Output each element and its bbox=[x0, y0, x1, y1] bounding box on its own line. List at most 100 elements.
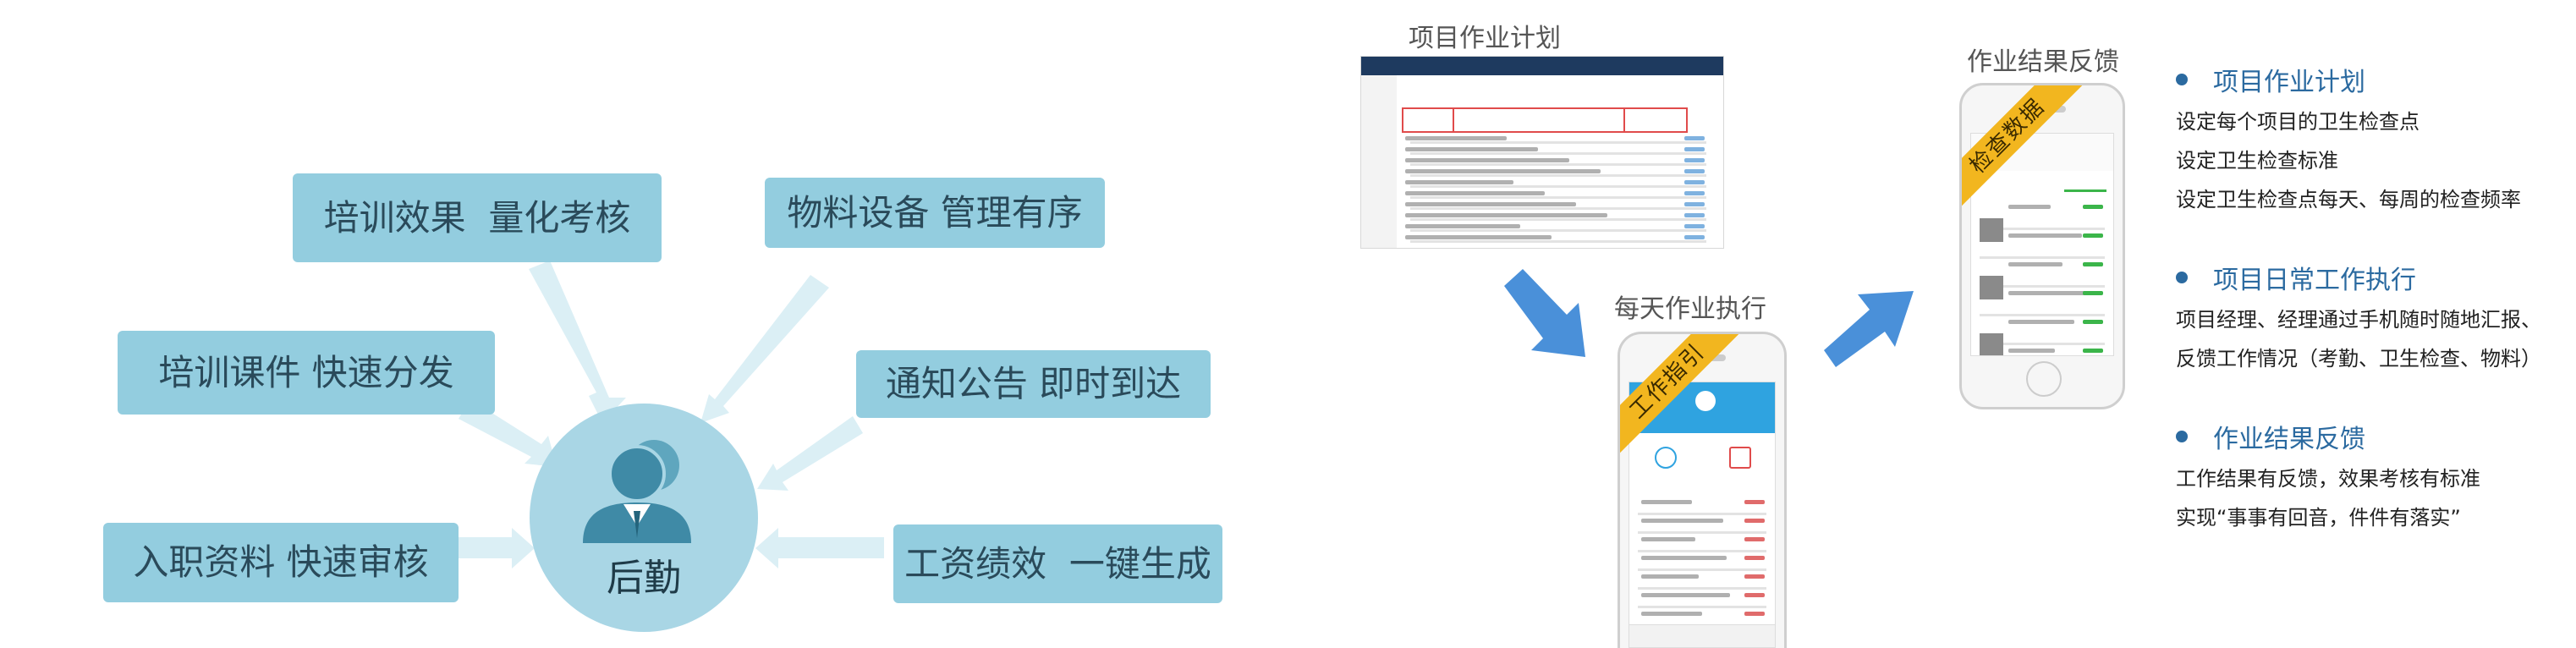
placeholder-text bbox=[1405, 158, 1569, 162]
placeholder-text bbox=[1641, 519, 1723, 523]
status-tag bbox=[2083, 291, 2103, 295]
task-list bbox=[1629, 497, 1775, 645]
legend-line: 项目经理、经理通过手机随时随地汇报、 bbox=[2176, 308, 2541, 332]
placeholder-row bbox=[1980, 343, 2105, 345]
legend-heading-daily-execution: 项目日常工作执行 bbox=[2176, 259, 2416, 296]
hub-label: 后勤 bbox=[607, 557, 681, 600]
step2-title: 每天作业执行 bbox=[1614, 294, 1766, 324]
placeholder-row bbox=[1638, 606, 1766, 608]
placeholder-text bbox=[1641, 593, 1730, 597]
status-tag bbox=[1744, 537, 1765, 541]
placeholder-text bbox=[1641, 612, 1702, 616]
legend-heading-text: 项目日常工作执行 bbox=[2213, 266, 2416, 295]
planning-desktop-screenshot bbox=[1360, 56, 1724, 249]
arrow-from-bottom-left-box bbox=[457, 528, 535, 568]
status-tag bbox=[1684, 202, 1705, 206]
placeholder-row bbox=[1410, 229, 1706, 232]
status-tag bbox=[1684, 169, 1705, 173]
status-tag bbox=[1744, 593, 1765, 597]
feature-box-courseware-distribution: 培训课件 快速分发 bbox=[118, 331, 495, 415]
legend-line: 反馈工作情况（考勤、卫生检查、物料） bbox=[2176, 347, 2541, 371]
tab-active-underline bbox=[2064, 189, 2106, 192]
placeholder-row bbox=[1980, 256, 2105, 259]
step1-title: 项目作业计划 bbox=[1409, 24, 1561, 53]
app-header-bar bbox=[1361, 57, 1723, 75]
legend-heading-text: 作业结果反馈 bbox=[2213, 425, 2365, 454]
status-tag bbox=[2083, 320, 2103, 324]
flow-arrow-2 bbox=[1824, 291, 1914, 367]
placeholder-row bbox=[1980, 285, 2105, 288]
calendar-icon bbox=[1729, 447, 1751, 469]
placeholder-row bbox=[1638, 568, 1766, 571]
placeholder-row bbox=[1410, 185, 1706, 188]
hub-diagram: 培训效果 量化考核 物料设备 管理有序 培训课件 快速分发 通知公告 即时到达 … bbox=[0, 0, 1252, 648]
hub-arrows bbox=[457, 261, 884, 568]
legend-heading-result-feedback: 作业结果反馈 bbox=[2176, 418, 2365, 455]
status-tag bbox=[1744, 574, 1765, 579]
status-tag bbox=[1684, 191, 1705, 195]
checklist-icon bbox=[1655, 447, 1677, 469]
placeholder-text bbox=[1405, 136, 1507, 140]
arrow-from-top-right-box bbox=[700, 275, 829, 423]
arrow-from-top-left-box bbox=[529, 261, 626, 423]
arrow-from-bottom-right-box bbox=[755, 528, 884, 568]
placeholder-row bbox=[1410, 163, 1706, 166]
placeholder-text bbox=[1405, 224, 1520, 228]
placeholder-row bbox=[1410, 207, 1706, 210]
status-tag bbox=[1744, 556, 1765, 560]
step3-title: 作业结果反馈 bbox=[1967, 47, 2119, 77]
status-tag bbox=[1684, 136, 1705, 140]
placeholder-text bbox=[2008, 205, 2051, 209]
placeholder-text bbox=[1405, 180, 1513, 184]
plan-table-rows bbox=[1402, 133, 1715, 243]
status-tag bbox=[1684, 180, 1705, 184]
bullet-icon bbox=[2176, 272, 2188, 283]
status-tag bbox=[2083, 262, 2103, 266]
placeholder-row bbox=[1638, 531, 1766, 534]
hub-circle: 后勤 bbox=[530, 404, 758, 632]
placeholder-row bbox=[1410, 196, 1706, 199]
app-sidebar bbox=[1361, 75, 1397, 248]
placeholder-text bbox=[2008, 262, 2062, 266]
placeholder-text bbox=[1405, 235, 1552, 239]
phone-home-button bbox=[2026, 361, 2062, 397]
placeholder-text bbox=[1641, 537, 1695, 541]
bullet-icon bbox=[2176, 431, 2188, 442]
legend-line: 设定卫生检查标准 bbox=[2176, 149, 2338, 173]
placeholder-text bbox=[1405, 169, 1601, 173]
feature-box-onboarding-review: 入职资料 快速审核 bbox=[103, 523, 459, 602]
app-icon-row bbox=[1629, 433, 1775, 492]
placeholder-row bbox=[1410, 218, 1706, 221]
legend-heading-text: 项目作业计划 bbox=[2213, 68, 2365, 97]
status-tag bbox=[1744, 519, 1765, 523]
feature-box-notice-instant: 通知公告 即时到达 bbox=[856, 350, 1211, 418]
plan-table-highlight-1 bbox=[1402, 107, 1454, 133]
legend-line: 设定每个项目的卫生检查点 bbox=[2176, 110, 2419, 134]
placeholder-row bbox=[1638, 550, 1766, 552]
result-feedback-phone: 检查数据 bbox=[1959, 83, 2125, 409]
placeholder-text bbox=[1405, 202, 1576, 206]
legend-heading-planning: 项目作业计划 bbox=[2176, 61, 2365, 98]
legend-line: 工作结果有反馈，效果考核有标准 bbox=[2176, 467, 2480, 491]
status-tag bbox=[1684, 158, 1705, 162]
placeholder-text bbox=[2008, 320, 2074, 324]
feature-box-training-assessment: 培训效果 量化考核 bbox=[293, 173, 662, 262]
arrow-from-mid-left-box bbox=[459, 399, 557, 467]
bottom-tab-bar bbox=[1629, 624, 1775, 647]
status-tag bbox=[1684, 224, 1705, 228]
placeholder-row bbox=[1410, 174, 1706, 177]
placeholder-row bbox=[1980, 228, 2105, 230]
arrow-from-mid-right-box bbox=[757, 416, 863, 491]
status-tag bbox=[1684, 235, 1705, 239]
legend-line: 设定卫生检查点每天、每周的检查频率 bbox=[2176, 188, 2521, 211]
placeholder-text bbox=[2008, 291, 2094, 295]
flow-arrow-1 bbox=[1504, 269, 1585, 357]
status-tag bbox=[1684, 147, 1705, 151]
inspection-photo-thumbnail bbox=[1980, 333, 2003, 355]
status-tag bbox=[1744, 500, 1765, 504]
legend-line: 实现“事事有回音，件件有落实” bbox=[2176, 506, 2461, 530]
inspection-photo-thumbnail bbox=[1980, 218, 2003, 242]
inspection-tabs bbox=[1971, 171, 2113, 193]
status-tag bbox=[2083, 349, 2103, 353]
placeholder-text bbox=[1405, 213, 1607, 217]
